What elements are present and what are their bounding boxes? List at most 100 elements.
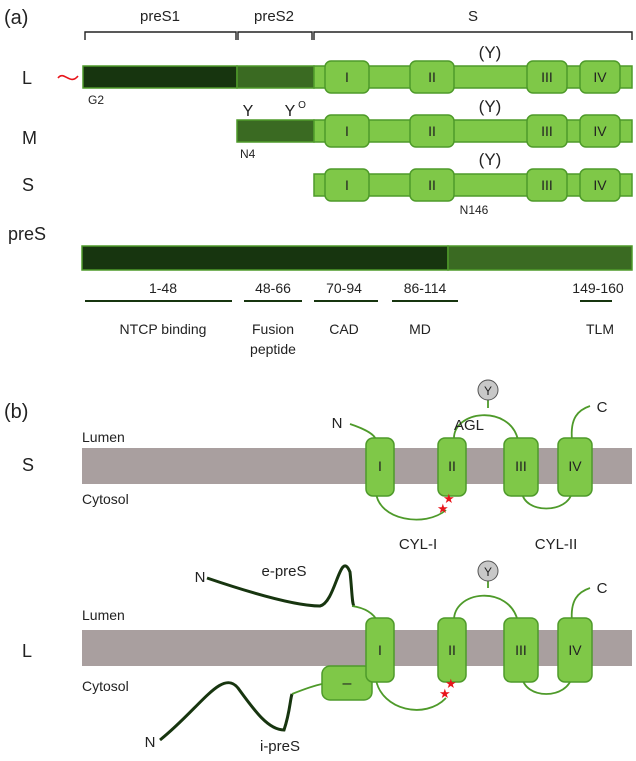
s-topo-tm2-label: II: [448, 458, 456, 474]
s-tm3: [526, 168, 568, 202]
s-topo-tm4: [557, 437, 593, 497]
s-topo-tm2: [437, 437, 467, 497]
region-range-fusion: 48-66: [255, 280, 291, 296]
region-name-fusion: Fusion: [252, 321, 294, 337]
s-glycan-circle: [477, 379, 499, 401]
s-agl-loop: [453, 414, 519, 441]
m-pres2-segment: [236, 119, 315, 143]
l-palmitoyl-star-icon-2: ★: [439, 686, 451, 701]
panel-a-label: (a): [4, 7, 28, 29]
l-tm0-box: [321, 665, 373, 701]
pres-region-md: 86-114 MD: [392, 280, 458, 337]
l-topo-tm2-label: II: [448, 642, 456, 658]
m-tm1: [324, 114, 370, 148]
s-domain-label: S: [468, 8, 478, 25]
l-c-terminal-chain: [570, 587, 591, 623]
s-cyl1-loop: [375, 491, 447, 521]
protein-s-label: S: [22, 175, 34, 195]
l-topo-tm1: [365, 617, 395, 683]
l-tm4: [579, 60, 621, 94]
protein-s-bar: S I II III IV (Y) N146: [22, 150, 633, 217]
s-site-label: N146: [460, 203, 489, 217]
l-cyl1-loop: [375, 679, 447, 711]
pres-bar-pres1: [81, 245, 449, 271]
s-tm1-label: I: [345, 177, 349, 193]
s-topo-tm3-label: III: [515, 458, 527, 474]
l-glycan-label: Y: [484, 565, 492, 579]
l-topo-tm3-label: III: [515, 642, 527, 658]
region-name-fusion-line2: peptide: [250, 341, 296, 357]
l-topology-label: L: [22, 641, 32, 661]
s-cyl2-label: CYL-II: [535, 536, 578, 553]
s-cyl1-label: CYL-I: [399, 536, 437, 553]
pres-region-fusion: 48-66 Fusion peptide: [244, 280, 302, 357]
l-tm3-label: III: [541, 69, 553, 85]
l-topo-tm2: [437, 617, 467, 683]
l-n-terminus-int: N: [145, 734, 156, 751]
l-i-pres-label: i-preS: [260, 738, 300, 755]
l-tm2-label: II: [428, 69, 436, 85]
protein-l-label: L: [22, 68, 32, 88]
pres-region-cad: 70-94 CAD: [314, 280, 378, 337]
l-cytosol-label: Cytosol: [82, 678, 129, 694]
s-palmitoyl-star-icon: ★: [443, 491, 455, 506]
l-pres2-segment: [236, 65, 315, 89]
region-range-md: 86-114: [404, 280, 447, 296]
l-agl-loop: [453, 594, 519, 623]
m-tm1-label: I: [345, 123, 349, 139]
protein-m-label: M: [22, 128, 37, 148]
pres2-bracket: [237, 31, 313, 40]
region-range-cad: 70-94: [326, 280, 362, 296]
m-tm3: [526, 114, 568, 148]
s-tm2-label: II: [428, 177, 436, 193]
l-membrane: [82, 630, 632, 666]
region-name-ntcp: NTCP binding: [120, 321, 207, 337]
l-e-pres-label: e-preS: [261, 563, 306, 580]
s-cytosol-label: Cytosol: [82, 491, 129, 507]
pres-region-tlm: 149-160 TLM: [572, 280, 624, 337]
s-cyl2-loop: [521, 491, 573, 510]
l-tm1-label: I: [345, 69, 349, 85]
l-topo-tm3: [503, 617, 539, 683]
l-lumen-label: Lumen: [82, 607, 125, 623]
pres-bar-label: preS: [8, 224, 46, 244]
l-site-label: G2: [88, 93, 104, 107]
l-tm0-dash: –: [343, 675, 352, 692]
s-lumen-label: Lumen: [82, 429, 125, 445]
m-site-label: N4: [240, 147, 256, 161]
s-tm2: [409, 168, 455, 202]
s-membrane: [82, 448, 632, 484]
m-optional-glycan: (Y): [479, 97, 502, 116]
s-topo-tm1: [365, 437, 395, 497]
m-o-glycan-mark: O: [298, 100, 306, 111]
m-tm2: [409, 114, 455, 148]
l-pres1-segment: [82, 65, 238, 89]
domain-brackets: [84, 31, 633, 40]
s-c-terminal-chain: [570, 405, 591, 441]
l-tm2: [409, 60, 455, 94]
s-tm4-label: IV: [593, 177, 607, 193]
l-optional-glycan: (Y): [479, 43, 502, 62]
s-chain: [349, 400, 591, 521]
protein-m-bar: M I II III IV Y Y O (Y) N4: [22, 97, 633, 161]
l-topo-tm4-label: IV: [568, 642, 582, 658]
region-name-tlm: TLM: [586, 321, 614, 337]
s-tm4: [579, 168, 621, 202]
region-name-md: MD: [409, 321, 431, 337]
m-tm3-label: III: [541, 123, 553, 139]
s-topo-tm1-label: I: [378, 458, 382, 474]
s-agl-label: AGL: [454, 417, 484, 434]
s-tm3-label: III: [541, 177, 553, 193]
panel-b-label: (b): [4, 401, 28, 423]
s-topo-tm3: [503, 437, 539, 497]
l-i-pres-link: [291, 683, 323, 695]
l-topo-tm1-label: I: [378, 642, 382, 658]
s-topo-tm4-label: IV: [568, 458, 582, 474]
region-range-tlm: 149-160: [572, 280, 624, 296]
pres-bar-pres2: [447, 245, 633, 271]
protein-l-bar: L I II III IV (Y) G2: [22, 43, 633, 107]
l-palmitoyl-star-icon: ★: [445, 676, 457, 691]
pres1-bracket: [84, 31, 237, 40]
s-topology-label: S: [22, 455, 34, 475]
